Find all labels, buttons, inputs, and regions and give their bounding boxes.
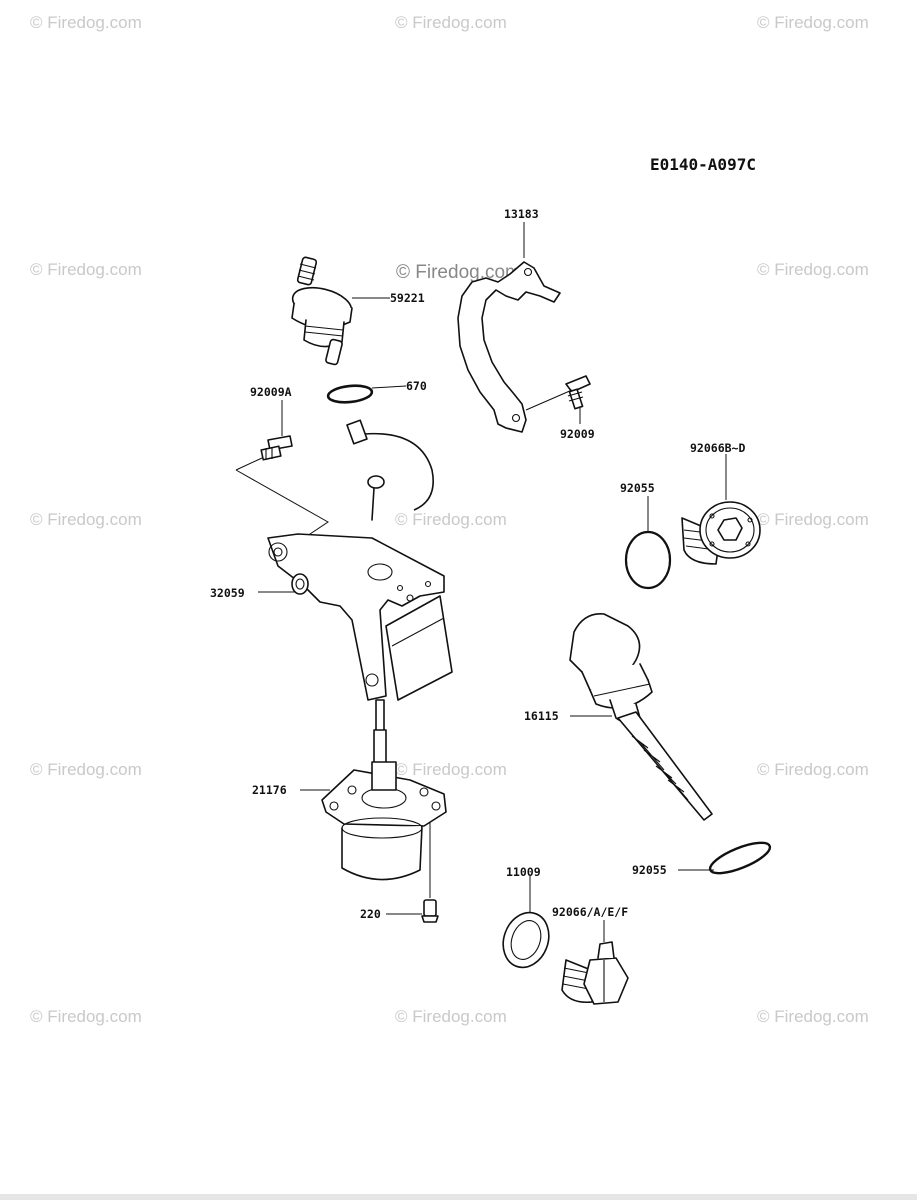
label-92066-A-E-F: 92066/A/E/F	[552, 905, 628, 919]
label-11009: 11009	[506, 865, 541, 879]
label-670: 670	[406, 379, 427, 393]
label-32059: 32059	[210, 586, 245, 600]
part-32059-grommet[interactable]	[291, 573, 309, 595]
label-13183: 13183	[504, 207, 539, 221]
watermark: © Firedog.com	[30, 13, 142, 32]
watermark: © Firedog.com	[757, 760, 869, 779]
part-92066B-D-plug[interactable]	[681, 501, 761, 565]
part-16115-dipstick[interactable]	[569, 613, 713, 821]
center-watermark: © Firedog.com	[396, 262, 521, 283]
watermark: © Firedog.com	[30, 1007, 142, 1026]
label-16115: 16115	[524, 709, 559, 723]
diagram-code: E0140-A097C	[650, 155, 756, 174]
label-59221: 59221	[390, 291, 425, 305]
watermark: © Firedog.com	[395, 1007, 507, 1026]
watermark: © Firedog.com	[757, 1007, 869, 1026]
watermark-grid: © Firedog.com © Firedog.com © Firedog.co…	[30, 13, 869, 1026]
watermark: © Firedog.com	[395, 760, 507, 779]
part-21176-solenoid-assembly[interactable]	[267, 419, 453, 881]
watermark: © Firedog.com	[757, 13, 869, 32]
part-13183-bracket[interactable]	[457, 261, 561, 433]
part-92055-o-ring-upper[interactable]	[624, 530, 672, 590]
part-670-o-ring[interactable]	[326, 384, 374, 405]
label-92055-lower: 92055	[632, 863, 667, 877]
label-21176: 21176	[252, 783, 287, 797]
part-92009A-screw[interactable]	[260, 435, 293, 461]
watermark: © Firedog.com	[30, 260, 142, 279]
watermark: © Firedog.com	[30, 760, 142, 779]
part-92009-screw[interactable]	[565, 375, 591, 410]
label-220: 220	[360, 907, 381, 921]
part-92066-drain-plug[interactable]	[561, 941, 629, 1005]
bottom-bar	[0, 1194, 917, 1200]
watermark: © Firedog.com	[757, 510, 869, 529]
label-92066B-D: 92066B~D	[690, 441, 745, 455]
label-92009: 92009	[560, 427, 595, 441]
part-59221-valve[interactable]	[289, 256, 354, 366]
part-220-screw[interactable]	[421, 899, 439, 923]
watermark: © Firedog.com	[757, 260, 869, 279]
label-92055-upper: 92055	[620, 481, 655, 495]
part-92055-o-ring-lower[interactable]	[707, 837, 774, 880]
label-92009A: 92009A	[250, 385, 292, 399]
watermark: © Firedog.com	[30, 510, 142, 529]
watermark: © Firedog.com	[395, 13, 507, 32]
part-11009-gasket[interactable]	[496, 906, 556, 974]
watermark: © Firedog.com	[395, 510, 507, 529]
